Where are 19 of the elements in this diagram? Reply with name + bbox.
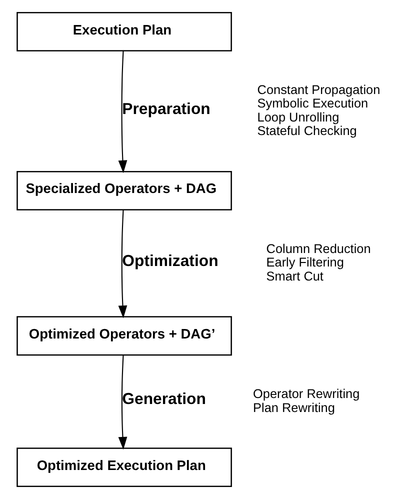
node-box: Optimized Execution Plan (16, 448, 232, 487)
edge-label: Optimization (122, 252, 218, 270)
arrow (118, 355, 127, 450)
label: Constant Propagation (256, 82, 380, 97)
node-box: Specialized Operators + DAG (16, 170, 232, 210)
arrow (118, 50, 127, 174)
node-box: Execution Plan (16, 12, 232, 52)
label: Smart Cut (266, 268, 323, 284)
arrow (118, 210, 127, 318)
label: Symbolic Execution (256, 96, 368, 111)
label: Column Reduction (266, 240, 370, 256)
edge-label: Preparation (122, 100, 210, 118)
label: Loop Unrolling (256, 109, 339, 124)
label: Early Filtering (266, 254, 344, 270)
node-box: Optimized Operators + DAG’ (16, 316, 232, 356)
edge-label: Generation (122, 391, 206, 408)
label: Operator Rewriting (252, 386, 360, 401)
label: Plan Rewriting (252, 400, 334, 415)
label: Stateful Checking (256, 123, 356, 138)
